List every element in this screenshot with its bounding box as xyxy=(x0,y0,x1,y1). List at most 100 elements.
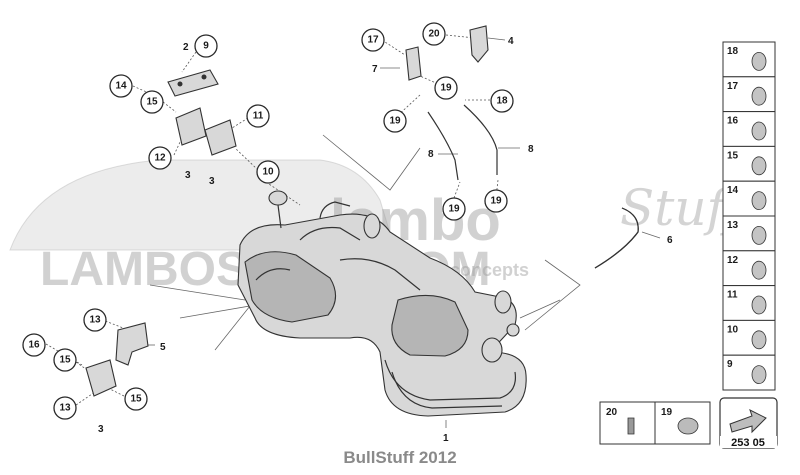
callout-17: 17 xyxy=(361,28,385,52)
exhaust-assembly xyxy=(237,190,527,417)
svg-text:19: 19 xyxy=(440,83,452,94)
callout-19: 19 xyxy=(442,197,466,221)
lower-brackets xyxy=(85,322,149,397)
callout-15: 15 xyxy=(140,90,164,114)
rubber-mount-left xyxy=(175,107,207,146)
flange-right xyxy=(494,290,512,314)
legend-item-9: 9 xyxy=(727,359,733,370)
label-4: 4 xyxy=(508,36,514,47)
rubber-mount-lower xyxy=(85,359,117,397)
callout-13: 13 xyxy=(53,396,77,420)
label-7: 7 xyxy=(372,64,378,75)
parts-legend: 18 17 16 15 14 13 12 11 10 9 xyxy=(722,41,776,391)
legend-item-17: 17 xyxy=(727,81,739,92)
svg-text:14: 14 xyxy=(115,81,127,92)
bracket-plate xyxy=(167,69,219,97)
label-2: 2 xyxy=(183,42,189,53)
part-icon xyxy=(751,191,767,211)
part-icon xyxy=(751,52,767,71)
callout-19: 19 xyxy=(383,109,407,133)
svg-text:20: 20 xyxy=(428,29,440,40)
svg-text:19: 19 xyxy=(448,204,460,215)
footer-credit: BullStuff 2012 xyxy=(343,448,457,467)
diagram-code: 253 05 xyxy=(731,437,765,449)
callout-13: 13 xyxy=(83,308,107,332)
svg-text:12: 12 xyxy=(154,153,166,164)
label-3: 3 xyxy=(209,176,215,187)
outlet-flange xyxy=(481,337,503,363)
legend-item-13: 13 xyxy=(727,220,739,231)
legend-cell-13: 13 xyxy=(722,215,776,252)
svg-text:15: 15 xyxy=(146,97,158,108)
bolt-icon xyxy=(627,417,635,435)
svg-text:11: 11 xyxy=(253,111,264,122)
part-icon xyxy=(751,225,767,245)
legend-item-19: 19 xyxy=(661,407,673,418)
svg-text:19: 19 xyxy=(389,116,401,127)
svg-text:18: 18 xyxy=(496,96,508,107)
svg-text:19: 19 xyxy=(490,196,502,207)
callout-15: 15 xyxy=(53,348,77,372)
part-icon xyxy=(751,260,767,280)
svg-text:17: 17 xyxy=(367,35,379,46)
legend-item-12: 12 xyxy=(727,255,739,266)
clip-icon xyxy=(677,417,699,435)
callout-18: 18 xyxy=(490,89,514,113)
label-3: 3 xyxy=(98,424,104,435)
svg-text:15: 15 xyxy=(130,394,142,405)
lambda-sensor-top xyxy=(268,190,288,206)
callout-20: 20 xyxy=(422,22,446,46)
label-1: 1 xyxy=(443,433,449,444)
svg-text:16: 16 xyxy=(28,340,40,351)
legend-cell-17: 17 xyxy=(722,76,776,113)
legend-item-10: 10 xyxy=(727,324,739,335)
part-icon xyxy=(751,86,767,106)
callout-19: 19 xyxy=(434,76,458,100)
part-icon xyxy=(751,295,767,315)
legend-cell-12: 12 xyxy=(722,250,776,287)
upper-sensors xyxy=(405,25,498,181)
bottom-legend: 20 19 xyxy=(599,401,711,445)
legend-cell-16: 16 xyxy=(722,111,776,147)
arrow-icon xyxy=(729,409,767,434)
callout-14: 14 xyxy=(109,74,133,98)
rubber-mount-right xyxy=(204,119,237,156)
callout-19: 19 xyxy=(484,189,508,213)
sensor-bracket xyxy=(469,25,489,63)
plain-labels: 2 3 3 4 7 8 8 6 5 3 1 xyxy=(98,36,673,444)
label-5: 5 xyxy=(160,342,166,353)
legend-cell-18: 18 xyxy=(722,41,776,78)
callout-15: 15 xyxy=(124,387,148,411)
part-icon xyxy=(751,121,767,141)
clamp-ring xyxy=(506,323,520,337)
upper-brackets xyxy=(167,69,237,156)
left-muffler-section xyxy=(244,251,337,323)
callout-16: 16 xyxy=(22,333,46,357)
svg-text:15: 15 xyxy=(59,355,71,366)
callouts: 9 14 15 11 12 10 17 20 19 18 19 19 19 13… xyxy=(22,22,514,420)
label-8: 8 xyxy=(428,149,434,160)
legend-item-16: 16 xyxy=(727,116,739,127)
legend-item-20: 20 xyxy=(606,407,618,418)
legend-item-11: 11 xyxy=(727,290,738,301)
legend-cell-15: 15 xyxy=(722,145,776,182)
label-8: 8 xyxy=(528,144,534,155)
pressure-sensor xyxy=(405,46,422,81)
callout-12: 12 xyxy=(148,146,172,170)
legend-cell-11: 11 xyxy=(722,285,776,321)
svg-text:9: 9 xyxy=(203,41,209,52)
legend-cell-14: 14 xyxy=(722,180,776,217)
diagram-code-box: 253 05 xyxy=(719,397,778,449)
legend-cell-9: 9 xyxy=(722,354,776,391)
callout-10: 10 xyxy=(256,160,280,184)
svg-text:10: 10 xyxy=(262,167,274,178)
legend-item-14: 14 xyxy=(727,185,739,196)
bracket-5 xyxy=(115,322,149,366)
svg-text:13: 13 xyxy=(89,315,101,326)
part-icon xyxy=(751,156,767,176)
watermark-tagline: concepts xyxy=(450,260,529,280)
part-icon xyxy=(751,330,767,350)
label-3: 3 xyxy=(185,170,191,181)
